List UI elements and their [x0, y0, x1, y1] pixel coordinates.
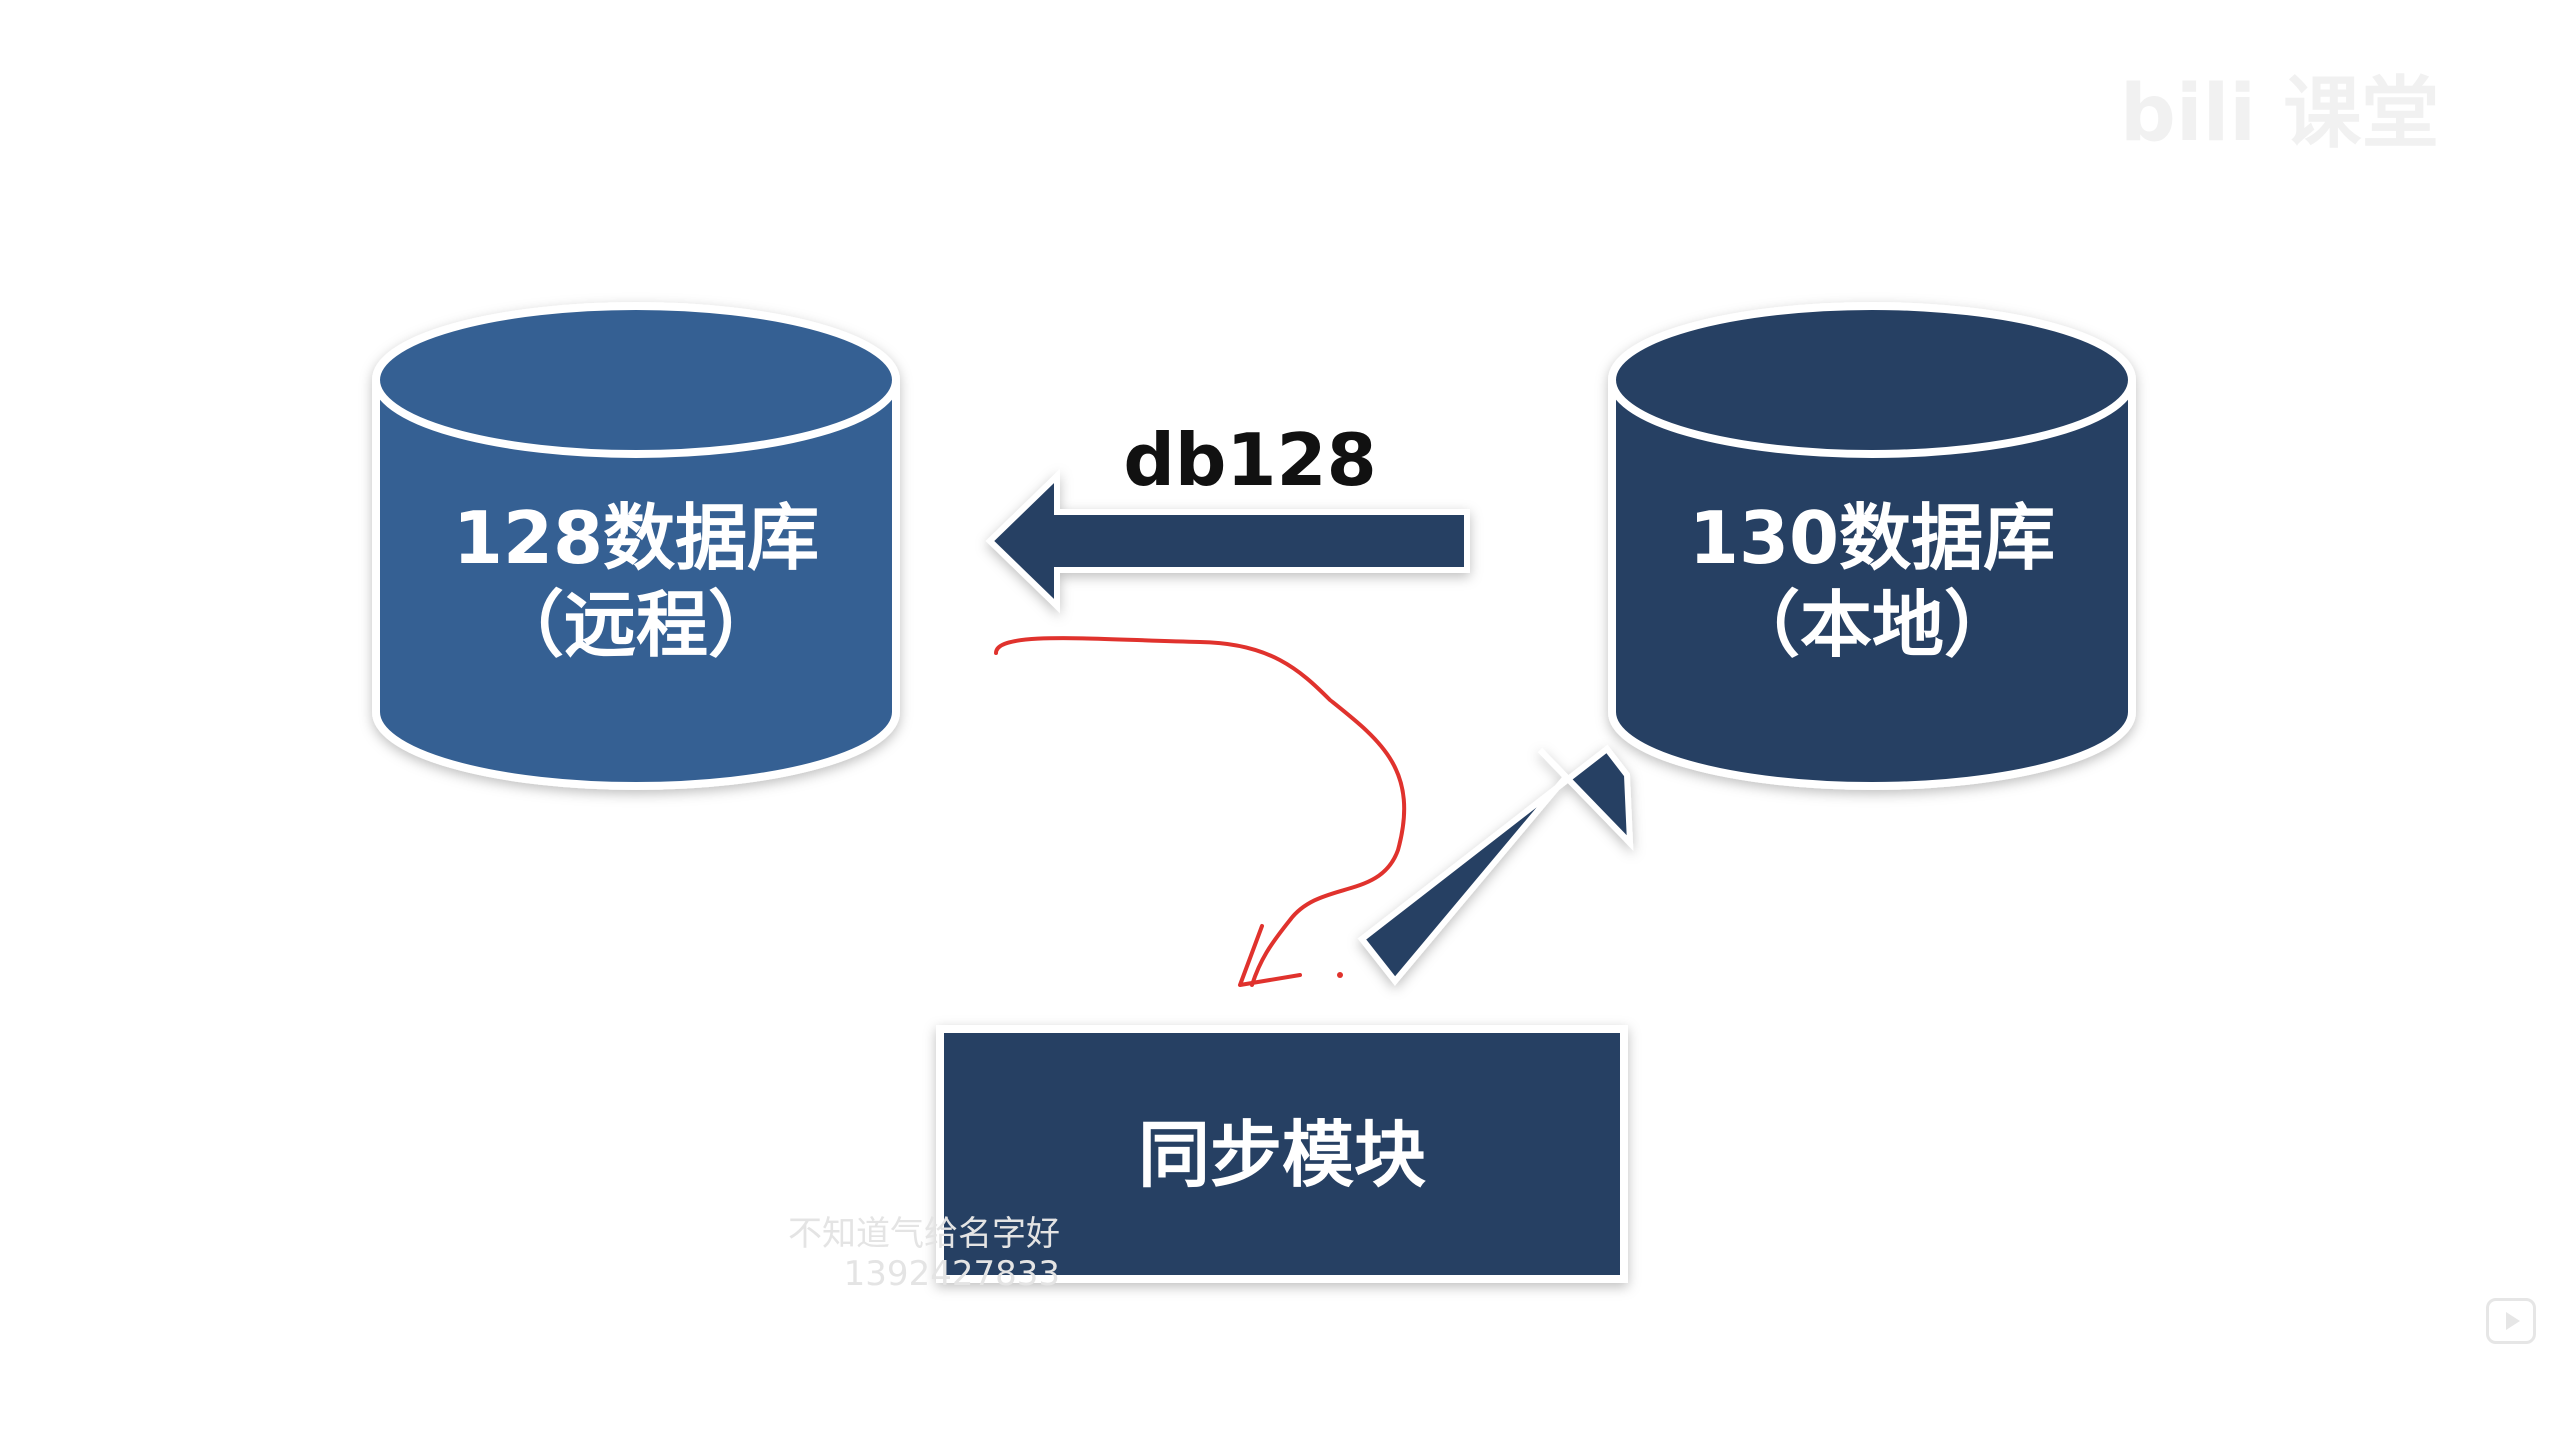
diagonal-arrow: [1357, 744, 1634, 986]
remote-db-body: [372, 380, 900, 790]
watermark-username: 不知道气给名字好: [788, 1214, 1060, 1254]
local-db-top: [1608, 302, 2136, 458]
remote-db-subtitle: （远程）: [492, 583, 780, 667]
arrow-label-db128: db128: [1123, 418, 1376, 502]
local-db-subtitle: （本地）: [1728, 583, 2016, 667]
remote-db-top: [372, 302, 900, 458]
local-db-title: 130数据库: [1689, 496, 2055, 580]
watermark-uid: 1392427833: [844, 1254, 1060, 1294]
sync-module-box: [936, 1025, 1628, 1283]
local-database-cylinder: [1608, 302, 2136, 790]
remote-database-cylinder: [372, 302, 900, 790]
local-db-body: [1608, 380, 2136, 790]
remote-db-title: 128数据库: [453, 496, 819, 580]
play-icon[interactable]: [2486, 1298, 2536, 1344]
red-annotation-arrowhead: [1238, 924, 1302, 987]
sync-module-label: 同步模块: [1138, 1113, 1426, 1197]
brand-logo: bili 课堂: [2120, 69, 2439, 159]
red-annotation-dot: [1337, 972, 1343, 978]
red-annotation-curve: [994, 636, 1407, 987]
left-arrow: [985, 468, 1470, 614]
